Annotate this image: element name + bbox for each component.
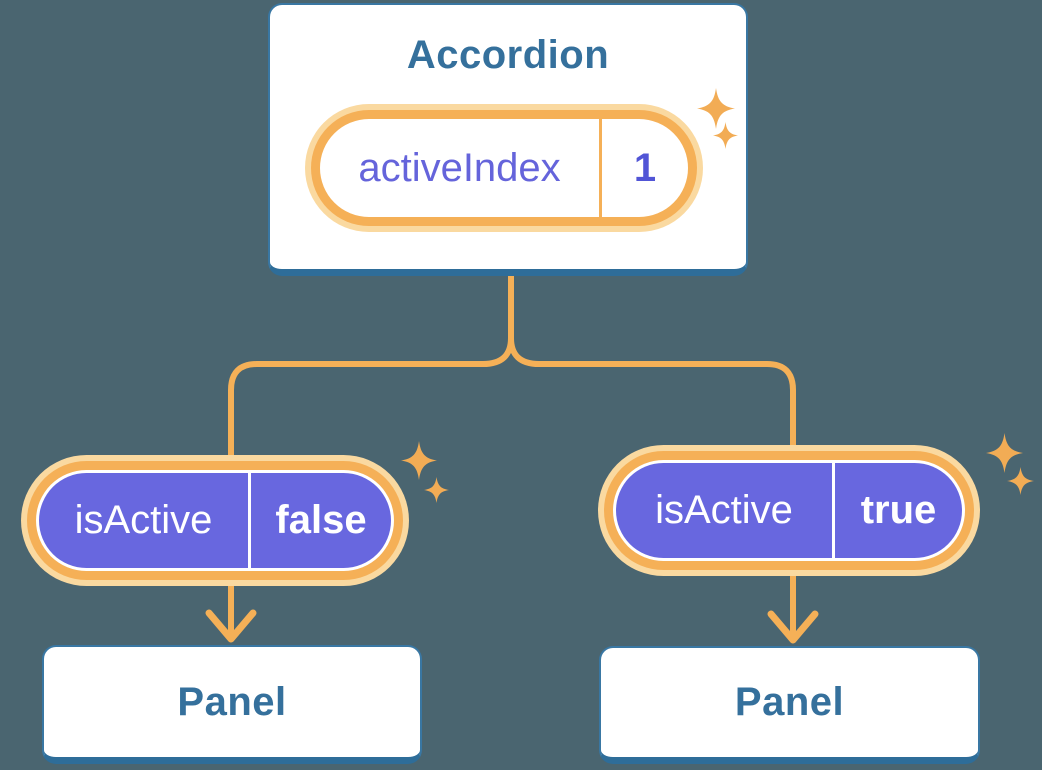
pill-glow-ring: isActive false	[21, 455, 409, 586]
pill-divider	[599, 119, 602, 217]
state-value: 1	[633, 145, 657, 190]
panel-title: Panel	[734, 680, 845, 724]
state-name: activeIndex	[358, 145, 561, 190]
pill-orange-ring: isActive true	[604, 451, 974, 570]
pill-divider	[832, 463, 835, 558]
prop-value: true	[860, 488, 937, 532]
prop-name: isActive	[655, 488, 793, 532]
sparkle-icon	[697, 88, 735, 129]
sparkle-icon	[424, 477, 449, 503]
connector-right	[508, 269, 796, 638]
sparkle-icon	[1007, 467, 1034, 495]
sparkle-icon	[713, 122, 738, 149]
prop-pill-isactive-true: isActive true	[598, 445, 980, 576]
pill-orange-ring: activeIndex 1	[311, 110, 697, 226]
state-pill-activeindex: activeIndex 1	[305, 104, 703, 232]
pill-glow-ring: isActive true	[598, 445, 980, 576]
panel-title: Panel	[177, 679, 287, 724]
pill-divider	[248, 473, 251, 568]
arrow-down-left-icon	[205, 609, 257, 643]
prop-pill-isactive-false: isActive false	[21, 455, 409, 586]
sparkle-icon	[401, 441, 437, 480]
pill-glow-ring: activeIndex 1	[305, 104, 703, 232]
panel-node-left: Panel	[42, 645, 422, 764]
panel-node-right: Panel	[599, 646, 980, 764]
sparkle-icon	[986, 433, 1023, 473]
prop-value: false	[275, 498, 367, 542]
pill-orange-ring: isActive false	[27, 461, 403, 580]
prop-name: isActive	[74, 498, 213, 542]
accordion-title: Accordion	[406, 33, 610, 77]
arrow-down-right-icon	[767, 610, 819, 644]
